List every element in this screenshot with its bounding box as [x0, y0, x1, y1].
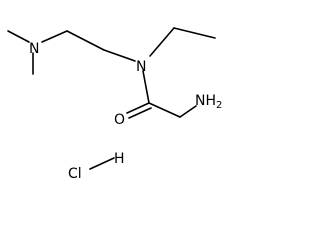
atom-n-dimethylamino: N [29, 41, 39, 57]
bond-carbonyl-double-1 [126, 102, 150, 114]
bond-carbonyl-double-2 [128, 107, 152, 119]
atom-h: H [114, 151, 125, 167]
atom-nh2-main: NH [195, 93, 216, 109]
bond-ethylene [66, 30, 105, 51]
bond-ethyl [173, 27, 216, 39]
bond-n-to-ethylene [41, 30, 68, 43]
atom-nh2-subscript: 2 [216, 100, 222, 111]
bond-methyl-upper [7, 30, 30, 43]
bond-carbonyl-to-ch2 [148, 102, 181, 118]
atom-n-amide: N [136, 59, 146, 75]
atom-cl: Cl [68, 166, 82, 182]
bond-amide-n-to-carbonyl [142, 70, 150, 104]
atom-o-carbonyl: O [114, 112, 125, 128]
atom-nh2: NH2 [195, 93, 222, 111]
chemical-structure: N N O NH2 Cl H [7, 27, 222, 182]
bond-hcl [89, 157, 115, 170]
bond-ch2-to-nh2 [179, 105, 197, 118]
bond-amide-n-to-ethyl [149, 27, 175, 57]
bond-ethylene-to-amide-n [103, 49, 136, 62]
